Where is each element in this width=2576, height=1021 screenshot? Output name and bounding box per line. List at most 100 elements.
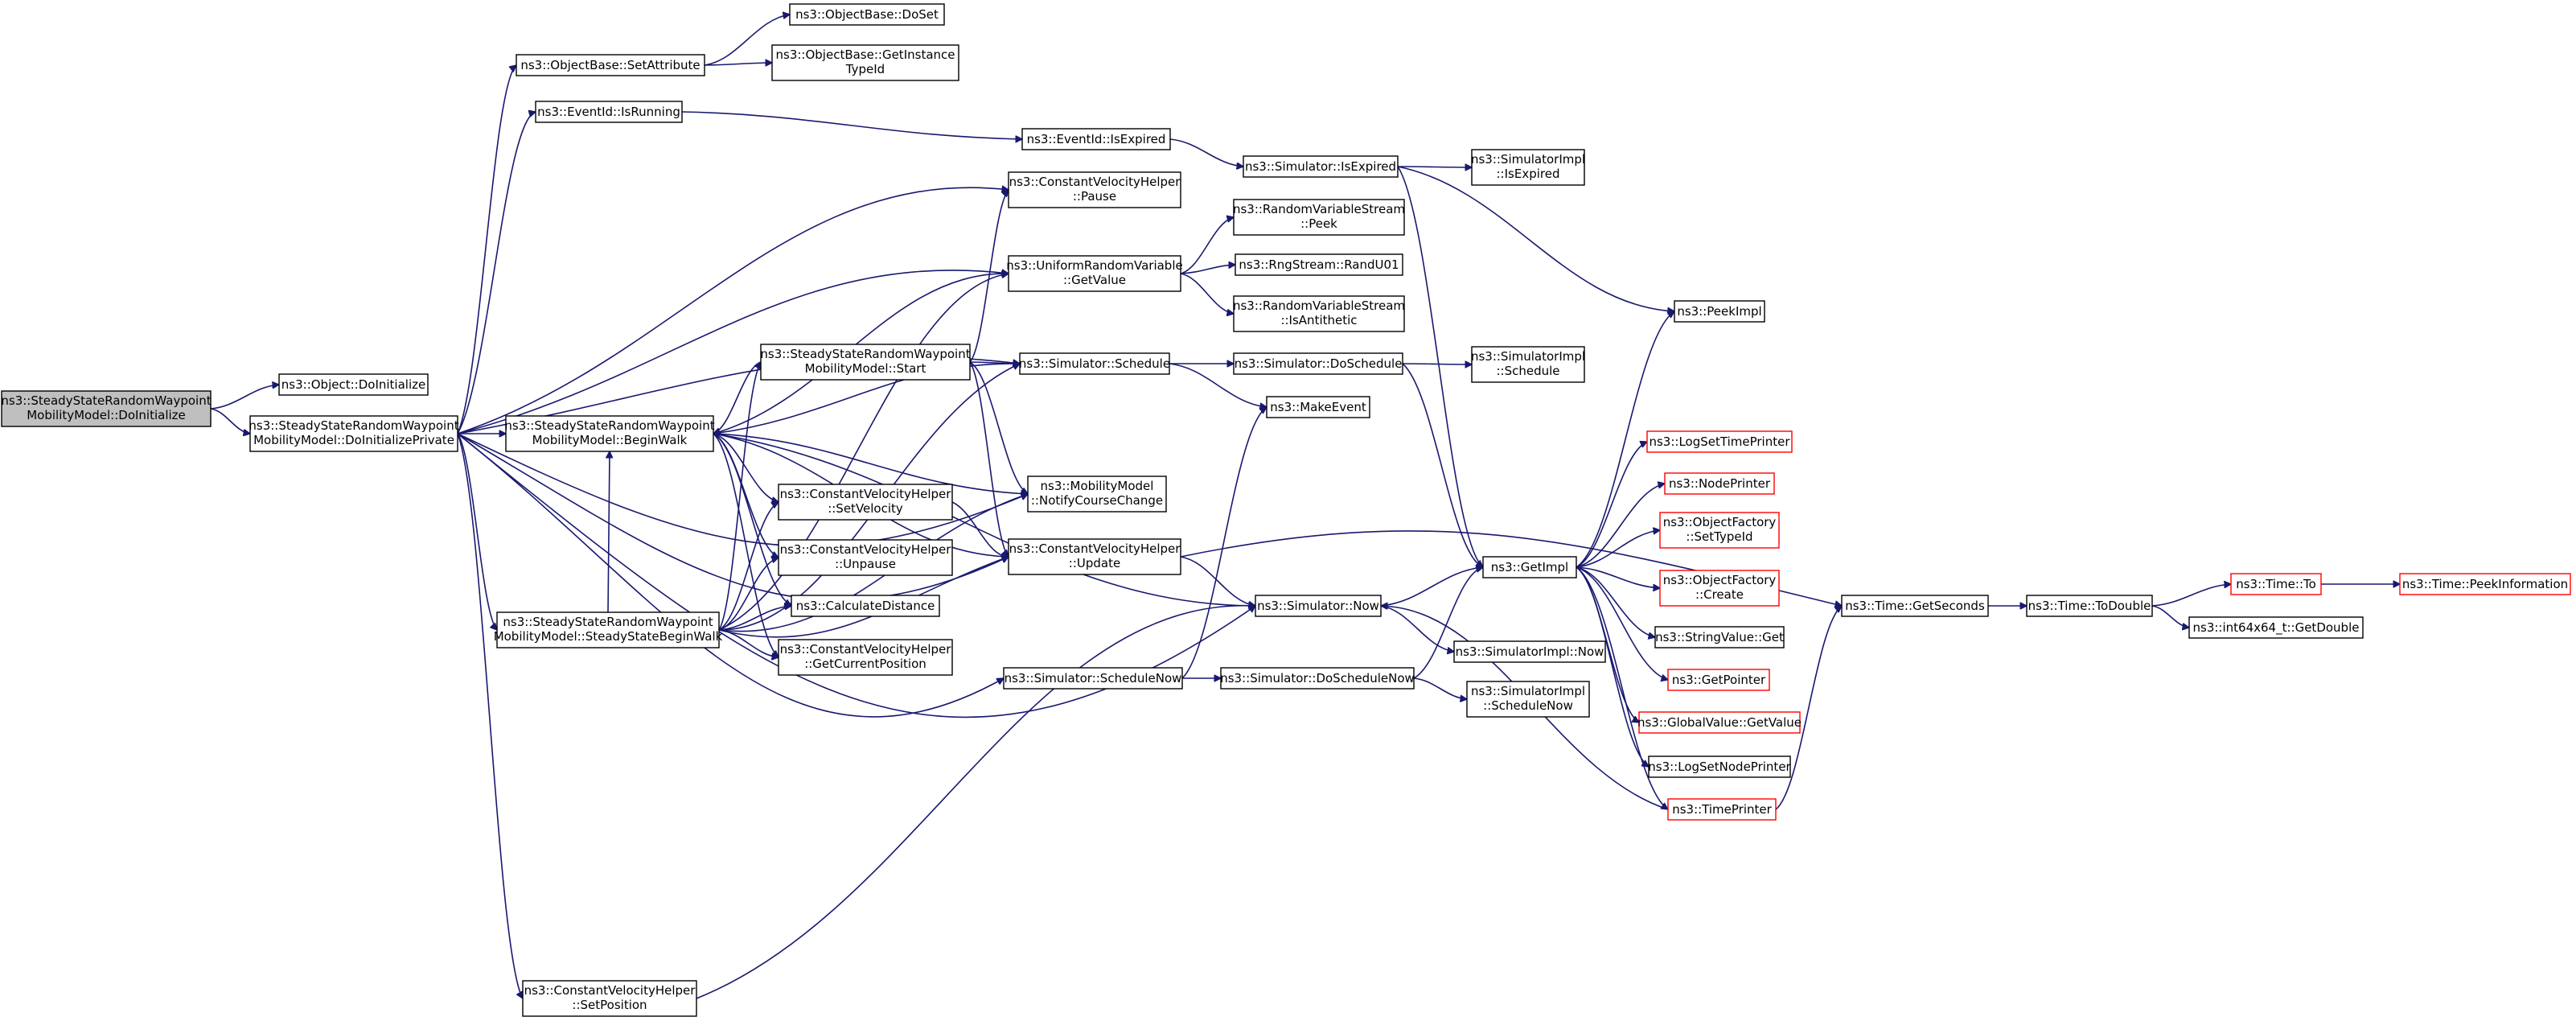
- node-update[interactable]: ns3::ConstantVelocityHelper::Update: [1008, 538, 1181, 575]
- node-peekinfo[interactable]: ns3::Time::PeekInformation: [2399, 573, 2571, 595]
- node-label: ::Update: [1069, 556, 1120, 570]
- node-lognode[interactable]: ns3::LogSetNodePrinter: [1648, 755, 1792, 778]
- node-getptr[interactable]: ns3::GetPointer: [1667, 669, 1770, 691]
- node-timep[interactable]: ns3::TimePrinter: [1667, 798, 1777, 821]
- edge-priv-to-update: [457, 433, 1009, 601]
- node-peek[interactable]: ns3::RandomVariableStream::Peek: [1233, 199, 1405, 236]
- edge-priv-to-setpos: [457, 433, 523, 998]
- node-mkevent[interactable]: ns3::MakeEvent: [1266, 396, 1370, 418]
- node-implsched[interactable]: ns3::SimulatorImpl::Schedule: [1471, 346, 1585, 383]
- node-getsec[interactable]: ns3::Time::GetSeconds: [1841, 595, 1989, 617]
- edge-getimpl-to-getptr: [1576, 566, 1668, 680]
- node-strget[interactable]: ns3::StringValue::Get: [1654, 626, 1785, 648]
- node-label: ns3::ObjectBase::GetInstance: [776, 47, 955, 62]
- node-to[interactable]: ns3::Time::To: [2230, 573, 2322, 595]
- node-schednow[interactable]: ns3::Simulator::ScheduleNow: [1003, 667, 1183, 690]
- node-simexp[interactable]: ns3::Simulator::IsExpired: [1243, 155, 1399, 178]
- node-pause[interactable]: ns3::ConstantVelocityHelper::Pause: [1008, 171, 1181, 208]
- node-doinit[interactable]: ns3::Object::DoInitialize: [278, 373, 429, 396]
- node-doschednow[interactable]: ns3::Simulator::DoScheduleNow: [1220, 667, 1415, 690]
- node-box: [1646, 430, 1793, 453]
- node-label: ns3::RandomVariableStream: [1233, 202, 1405, 216]
- node-getval[interactable]: ns3::UniformRandomVariable::GetValue: [1006, 255, 1183, 292]
- edge-start-to-notify: [969, 361, 1028, 494]
- node-box: [1648, 755, 1791, 778]
- node-nodep[interactable]: ns3::NodePrinter: [1664, 472, 1775, 495]
- node-label: ns3::ConstantVelocityHelper: [1009, 175, 1181, 189]
- edge-update-to-now: [1180, 556, 1255, 606]
- edge-getimpl-to-nodep: [1576, 484, 1665, 568]
- node-settype[interactable]: ns3::ObjectFactory::SetTypeId: [1659, 512, 1780, 549]
- node-start[interactable]: ns3::SteadyStateRandomWaypointMobilityMo…: [760, 344, 971, 381]
- node-isrunning[interactable]: ns3::EventId::IsRunning: [535, 101, 683, 123]
- edge-simexp-to-peekimpl: [1397, 166, 1674, 311]
- node-label: ns3::Time::To: [2236, 577, 2316, 591]
- edge-priv-to-notify: [457, 433, 1028, 547]
- edge-root-to-priv: [210, 408, 250, 434]
- node-dosched[interactable]: ns3::Simulator::DoSchedule: [1233, 352, 1403, 375]
- edge-begin-to-sched: [713, 364, 1020, 434]
- edge-ssbegin-to-unpause: [718, 558, 779, 631]
- edge-start-to-update: [969, 361, 1009, 557]
- edge-ssbegin-to-calcd: [718, 606, 791, 631]
- node-now[interactable]: ns3::Simulator::Now: [1255, 595, 1382, 617]
- node-ssbegin[interactable]: ns3::SteadyStateRandomWaypointMobilityMo…: [494, 611, 723, 648]
- node-box: [1220, 667, 1415, 690]
- node-label: ns3::MakeEvent: [1270, 400, 1366, 414]
- node-peekimpl[interactable]: ns3::PeekImpl: [1674, 300, 1765, 323]
- node-label: ns3::NodePrinter: [1669, 476, 1771, 491]
- node-begin[interactable]: ns3::SteadyStateRandomWaypointMobilityMo…: [504, 415, 715, 452]
- call-edges: [210, 14, 2400, 998]
- node-label: ns3::EventId::IsRunning: [537, 105, 680, 119]
- node-implschednow[interactable]: ns3::SimulatorImpl::ScheduleNow: [1466, 681, 1590, 718]
- node-randu[interactable]: ns3::RngStream::RandU01: [1235, 253, 1403, 276]
- node-label: ::IsExpired: [1497, 167, 1560, 181]
- node-box: [1482, 556, 1577, 578]
- edge-begin-to-now: [713, 433, 1255, 606]
- node-logtime[interactable]: ns3::LogSetTimePrinter: [1646, 430, 1793, 453]
- edge-now-to-getimpl: [1380, 567, 1483, 607]
- edge-priv-to-ssbegin: [457, 433, 497, 630]
- node-int64[interactable]: ns3::int64x64_t::GetDouble: [2188, 616, 2364, 639]
- node-label: ns3::ConstantVelocityHelper: [524, 983, 696, 998]
- edge-setattr-to-getinst: [704, 63, 772, 65]
- node-label: ns3::Time::PeekInformation: [2402, 577, 2568, 591]
- node-box: [278, 373, 429, 396]
- edge-ssbegin-to-notify: [718, 494, 1028, 632]
- edge-getimpl-to-lognode: [1576, 566, 1649, 767]
- node-anti[interactable]: ns3::RandomVariableStream::IsAntithetic: [1233, 295, 1405, 332]
- node-label: ns3::ObjectFactory: [1663, 515, 1777, 529]
- node-box: [778, 484, 953, 521]
- node-getimpl[interactable]: ns3::GetImpl: [1482, 556, 1577, 578]
- node-label: ns3::SimulatorImpl: [1471, 349, 1585, 364]
- node-gvget[interactable]: ns3::GlobalValue::GetValue: [1637, 711, 1802, 734]
- edge-begin-to-notify: [713, 433, 1028, 494]
- node-label: ns3::CalculateDistance: [796, 599, 935, 613]
- node-label: ns3::SteadyStateRandomWaypoint: [249, 418, 458, 433]
- node-implnow[interactable]: ns3::SimulatorImpl::Now: [1453, 640, 1606, 663]
- node-label: MobilityModel::SteadyStateBeginWalk: [494, 629, 723, 644]
- node-calcd[interactable]: ns3::CalculateDistance: [791, 595, 940, 617]
- node-label: ns3::LogSetNodePrinter: [1648, 760, 1791, 774]
- node-label: ns3::Simulator::ScheduleNow: [1005, 671, 1182, 685]
- node-todouble[interactable]: ns3::Time::ToDouble: [2026, 595, 2153, 617]
- node-notify[interactable]: ns3::MobilityModel::NotifyCourseChange: [1027, 476, 1167, 513]
- node-label: ns3::ConstantVelocityHelper: [780, 642, 952, 657]
- node-setvel[interactable]: ns3::ConstantVelocityHelper::SetVelocity: [778, 484, 953, 521]
- edge-doschednow-to-getimpl: [1413, 567, 1483, 679]
- node-setpos[interactable]: ns3::ConstantVelocityHelper::SetPosition: [522, 980, 697, 1017]
- node-priv[interactable]: ns3::SteadyStateRandomWaypointMobilityMo…: [249, 415, 459, 452]
- edge-getimpl-to-peekimpl: [1576, 311, 1674, 568]
- node-getcur[interactable]: ns3::ConstantVelocityHelper::GetCurrentP…: [778, 639, 953, 676]
- node-isexpired[interactable]: ns3::EventId::IsExpired: [1021, 128, 1171, 150]
- node-unpause[interactable]: ns3::ConstantVelocityHelper::Unpause: [778, 539, 953, 576]
- node-doset[interactable]: ns3::ObjectBase::DoSet: [789, 3, 945, 26]
- node-sched[interactable]: ns3::Simulator::Schedule: [1019, 352, 1170, 375]
- node-setattr[interactable]: ns3::ObjectBase::SetAttribute: [516, 54, 705, 76]
- node-label: ns3::SteadyStateRandomWaypoint: [760, 347, 970, 361]
- node-implexp[interactable]: ns3::SimulatorImpl::IsExpired: [1471, 149, 1585, 186]
- node-create[interactable]: ns3::ObjectFactory::Create: [1659, 570, 1780, 607]
- node-label: ns3::SteadyStateRandomWaypoint: [1, 393, 211, 408]
